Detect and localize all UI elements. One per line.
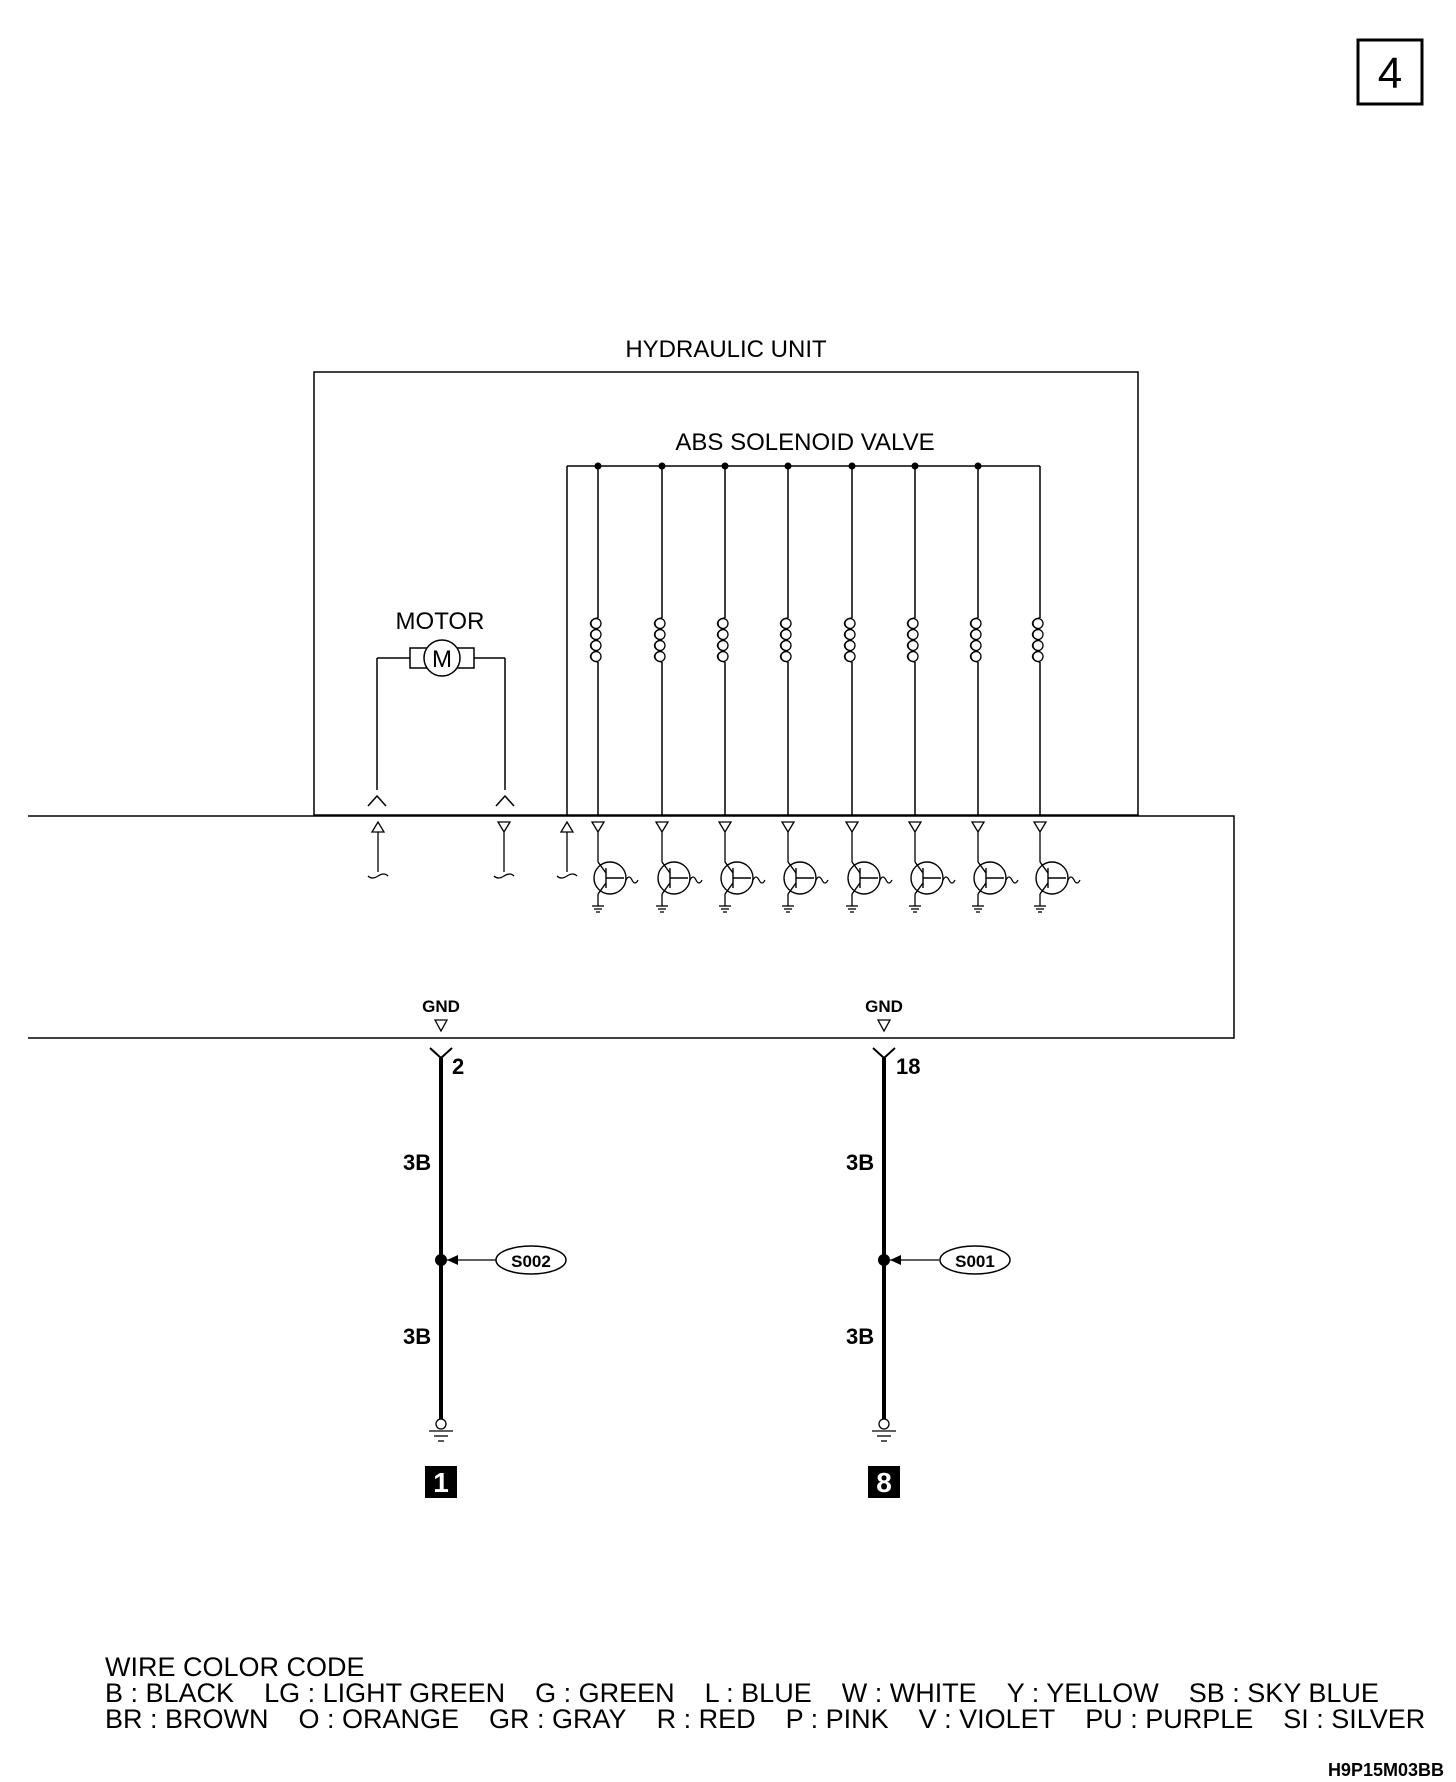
motor-symbol: M [432, 646, 452, 673]
motor-label: MOTOR [396, 608, 485, 635]
hydraulic-unit-box [313, 371, 1139, 816]
splice-label: S001 [955, 1252, 995, 1271]
legend-entry: R : RED [656, 1704, 756, 1734]
legend-entry: PU : PURPLE [1085, 1704, 1254, 1734]
legend-entry: SB : SKY BLUE [1188, 1678, 1379, 1708]
legend-entry: O : ORANGE [298, 1704, 460, 1734]
ecu-box [28, 815, 1235, 1039]
wire-code: 3B [403, 1324, 431, 1349]
solenoid-label: ABS SOLENOID VALVE [675, 429, 934, 456]
solenoid-coil [843, 462, 893, 913]
legend-entry: L : BLUE [704, 1678, 812, 1708]
legend-entry: LG : LIGHT GREEN [264, 1678, 506, 1708]
wire-color-legend: WIRE COLOR CODE B : BLACK LG : LIGHT GREE… [105, 1652, 1455, 1734]
splice-label: S002 [511, 1252, 551, 1271]
legend-entry: V : VIOLET [918, 1704, 1056, 1734]
legend-row-2: BR : BROWN O : ORANGE GR : GRAY R : RED P : … [105, 1704, 1455, 1734]
legend-entry: SI : SILVER [1283, 1704, 1426, 1734]
motor: MOTOR M [367, 608, 515, 807]
solenoid-coil [716, 462, 766, 913]
legend-entry: BR : BROWN [105, 1704, 269, 1734]
legend-title: WIRE COLOR CODE [105, 1652, 365, 1682]
pin-number: 18 [896, 1054, 920, 1079]
wire-code: 3B [403, 1150, 431, 1175]
gnd-label: GND [865, 997, 903, 1016]
wire-code: 3B [846, 1150, 874, 1175]
solenoid-coil [589, 462, 639, 913]
solenoid-coil [653, 462, 703, 913]
solenoid-coil [1031, 466, 1081, 913]
ecu-inputs [367, 820, 578, 879]
solenoid-valve-group [566, 462, 1081, 913]
wire-code: 3B [846, 1324, 874, 1349]
legend-row-1: B : BLACK LG : LIGHT GREEN G : GREEN L : BL… [105, 1678, 1455, 1708]
pin-number: 2 [452, 1054, 464, 1079]
page-number: 4 [1378, 49, 1402, 98]
ground-point-label: 8 [876, 1467, 892, 1498]
gnd-label: GND [422, 997, 460, 1016]
solenoid-coil [779, 462, 829, 913]
ground-circuit-1: GND 2 3B S002 3B 1 [403, 997, 567, 1498]
solenoid-coil [969, 462, 1019, 913]
legend-entry: P : PINK [785, 1704, 889, 1734]
solenoid-coil [906, 462, 956, 913]
ground-circuit-2: GND 18 3B S001 3B 8 [846, 997, 1011, 1498]
hydraulic-unit-label: HYDRAULIC UNIT [625, 336, 827, 363]
figure-code: H9P15M03BB [1328, 1760, 1444, 1780]
legend-entry: G : GREEN [535, 1678, 675, 1708]
motor-icon [423, 639, 461, 677]
ground-point-label: 1 [433, 1467, 449, 1498]
legend-entry: GR : GRAY [489, 1704, 627, 1734]
page-number-box: 4 [1356, 38, 1424, 106]
legend-entry: W : WHITE [841, 1678, 977, 1708]
legend-entry: Y : YELLOW [1006, 1678, 1159, 1708]
legend-entry: B : BLACK [105, 1678, 235, 1708]
